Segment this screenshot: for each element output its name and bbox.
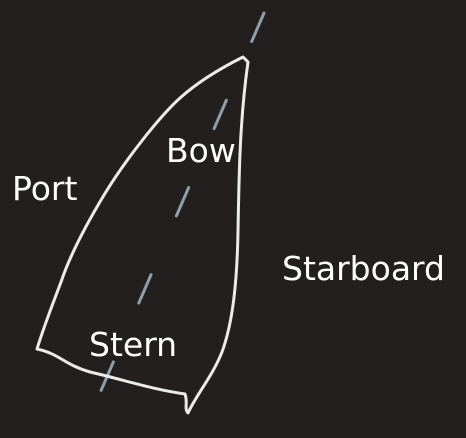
boat-hull-outline (35, 55, 250, 415)
port-label: Port (12, 169, 78, 208)
bow-label: Bow (166, 131, 236, 170)
starboard-label: Starboard (282, 249, 445, 288)
stern-label: Stern (89, 325, 178, 364)
